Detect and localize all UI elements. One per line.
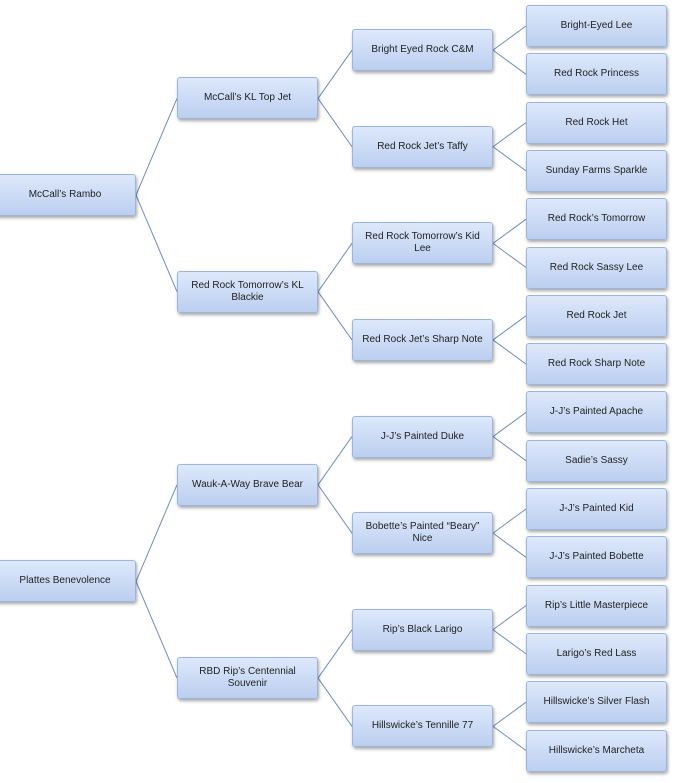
- pedigree-node-mccall-s-kl-top-jet: McCall’s KL Top Jet: [177, 77, 318, 120]
- pedigree-node-red-rock-jet-s-sharp-note: Red Rock Jet’s Sharp Note: [352, 318, 493, 361]
- node-label: J-J’s Painted Apache: [549, 406, 644, 418]
- connector-line: [317, 49, 353, 99]
- pedigree-node-hillswicke-s-tennille-77: Hillswicke’s Tennille 77: [352, 705, 493, 748]
- connector-line: [492, 122, 527, 148]
- node-label: Red Rock Tomorrow’s KL Blackie: [191, 279, 304, 303]
- pedigree-node-bobette-s-painted-beary-nice: Bobette’s Painted “Beary” Nice: [352, 512, 493, 555]
- connector-line: [317, 243, 353, 292]
- node-label: Red Rock Jet: [566, 309, 627, 321]
- pedigree-node-sadie-s-sassy: Sadie’s Sassy: [526, 439, 667, 482]
- node-label: Wauk-A-Way Brave Bear: [192, 478, 303, 490]
- pedigree-node-bright-eyed-rock-c-m: Bright Eyed Rock C&M: [352, 29, 493, 72]
- pedigree-node-plattes-benevolence: Plattes Benevolence: [0, 560, 136, 603]
- node-label: Red Rock Sassy Lee: [549, 261, 644, 273]
- node-label: Larigo’s Red Lass: [556, 647, 637, 659]
- node-label: Hillswicke’s Silver Flash: [543, 696, 650, 708]
- node-label: J-J’s Painted Bobette: [549, 551, 644, 563]
- connector-line: [492, 339, 527, 365]
- node-label: Bobette’s Painted “Beary” Nice: [365, 521, 480, 545]
- pedigree-node-red-rock-sassy-lee: Red Rock Sassy Lee: [526, 246, 667, 289]
- connector-line: [135, 581, 178, 679]
- node-label: Red Rock Princess: [553, 68, 640, 80]
- connector-line: [317, 436, 353, 486]
- node-label: Hillswicke’s Tennille 77: [371, 720, 474, 732]
- connector-line: [317, 629, 353, 679]
- connector-line: [492, 605, 527, 631]
- node-label: Rip’s Black Larigo: [382, 623, 463, 635]
- node-label: J-J’s Painted Kid: [559, 503, 634, 514]
- connector-line: [492, 436, 527, 462]
- node-label: Red Rock Sharp Note: [547, 358, 646, 370]
- connector-line: [492, 242, 527, 268]
- connector-line: [492, 725, 527, 751]
- node-label: Sadie’s Sassy: [565, 454, 628, 466]
- pedigree-node-sunday-farms-sparkle: Sunday Farms Sparkle: [526, 149, 667, 192]
- connector-line: [492, 146, 527, 172]
- node-label: Rip’s Little Masterpiece: [544, 599, 649, 611]
- pedigree-node-red-rock-sharp-note: Red Rock Sharp Note: [526, 343, 667, 386]
- pedigree-node-red-rock-tomorrow-s-kid-lee: Red Rock Tomorrow’s Kid Lee: [352, 222, 493, 265]
- node-label: J-J’s Painted Duke: [380, 430, 465, 442]
- pedigree-node-j-j-s-painted-duke: J-J’s Painted Duke: [352, 415, 493, 458]
- connector-line: [492, 508, 527, 534]
- pedigree-node-red-rock-het: Red Rock Het: [526, 101, 667, 144]
- connector-line: [135, 484, 178, 582]
- connector-line: [492, 701, 527, 727]
- connector-line: [135, 194, 178, 292]
- pedigree-node-larigo-s-red-lass: Larigo’s Red Lass: [526, 632, 667, 675]
- pedigree-node-bright-eyed-lee: Bright-Eyed Lee: [526, 5, 667, 47]
- pedigree-node-hillswicke-s-marcheta: Hillswicke’s Marcheta: [526, 729, 667, 772]
- node-label: Plattes Benevolence: [19, 575, 111, 587]
- node-label: McCall’s KL Top Jet: [203, 92, 292, 104]
- pedigree-node-mccall-s-rambo: McCall’s Rambo: [0, 174, 136, 217]
- pedigree-node-rbd-rip-s-centennial-souvenir: RBD Rip’s Centennial Souvenir: [177, 657, 318, 700]
- connector-line: [317, 677, 353, 727]
- node-label: Red Rock Jet’s Sharp Note: [362, 333, 483, 345]
- node-label: Red Rock Het: [565, 116, 628, 128]
- connector-line: [492, 218, 527, 244]
- connector-line: [492, 532, 527, 558]
- node-label: Bright Eyed Rock C&M: [371, 44, 474, 56]
- connector-line: [135, 98, 178, 196]
- pedigree-node-hillswicke-s-silver-flash: Hillswicke’s Silver Flash: [526, 681, 667, 724]
- pedigree-node-wauk-a-way-brave-bear: Wauk-A-Way Brave Bear: [177, 463, 318, 506]
- pedigree-node-red-rock-princess: Red Rock Princess: [526, 53, 667, 96]
- connector-line: [317, 98, 353, 148]
- node-label: Red Rock’s Tomorrow: [547, 213, 646, 225]
- node-label: Red Rock Tomorrow’s Kid Lee: [365, 231, 480, 255]
- pedigree-node-rip-s-little-masterpiece: Rip’s Little Masterpiece: [526, 584, 667, 627]
- pedigree-node-j-j-s-painted-bobette: J-J’s Painted Bobette: [526, 536, 667, 579]
- node-label: McCall’s Rambo: [28, 189, 102, 201]
- node-label: RBD Rip’s Centennial Souvenir: [199, 666, 296, 690]
- pedigree-node-rip-s-black-larigo: Rip’s Black Larigo: [352, 608, 493, 651]
- connector-line: [317, 484, 353, 534]
- pedigree-node-red-rock-jet: Red Rock Jet: [526, 294, 667, 337]
- node-label: Red Rock Jet’s Taffy: [377, 140, 468, 152]
- connector-line: [492, 411, 527, 437]
- connector-line: [492, 315, 527, 341]
- pedigree-node-red-rock-jet-s-taffy: Red Rock Jet’s Taffy: [352, 125, 493, 168]
- pedigree-node-j-j-s-painted-apache: J-J’s Painted Apache: [526, 391, 667, 434]
- node-label: Sunday Farms Sparkle: [545, 164, 648, 176]
- pedigree-node-red-rock-s-tomorrow: Red Rock’s Tomorrow: [526, 198, 667, 241]
- connector-line: [492, 49, 527, 75]
- pedigree-node-j-j-s-painted-kid: J-J’s Painted Kid: [526, 488, 667, 530]
- pedigree-node-red-rock-tomorrow-s-kl-blackie: Red Rock Tomorrow’s KL Blackie: [177, 270, 318, 313]
- connector-line: [492, 25, 527, 51]
- connector-line: [317, 291, 353, 341]
- connector-line: [492, 629, 527, 655]
- node-label: Hillswicke’s Marcheta: [548, 744, 645, 756]
- node-label: Bright-Eyed Lee: [560, 20, 633, 31]
